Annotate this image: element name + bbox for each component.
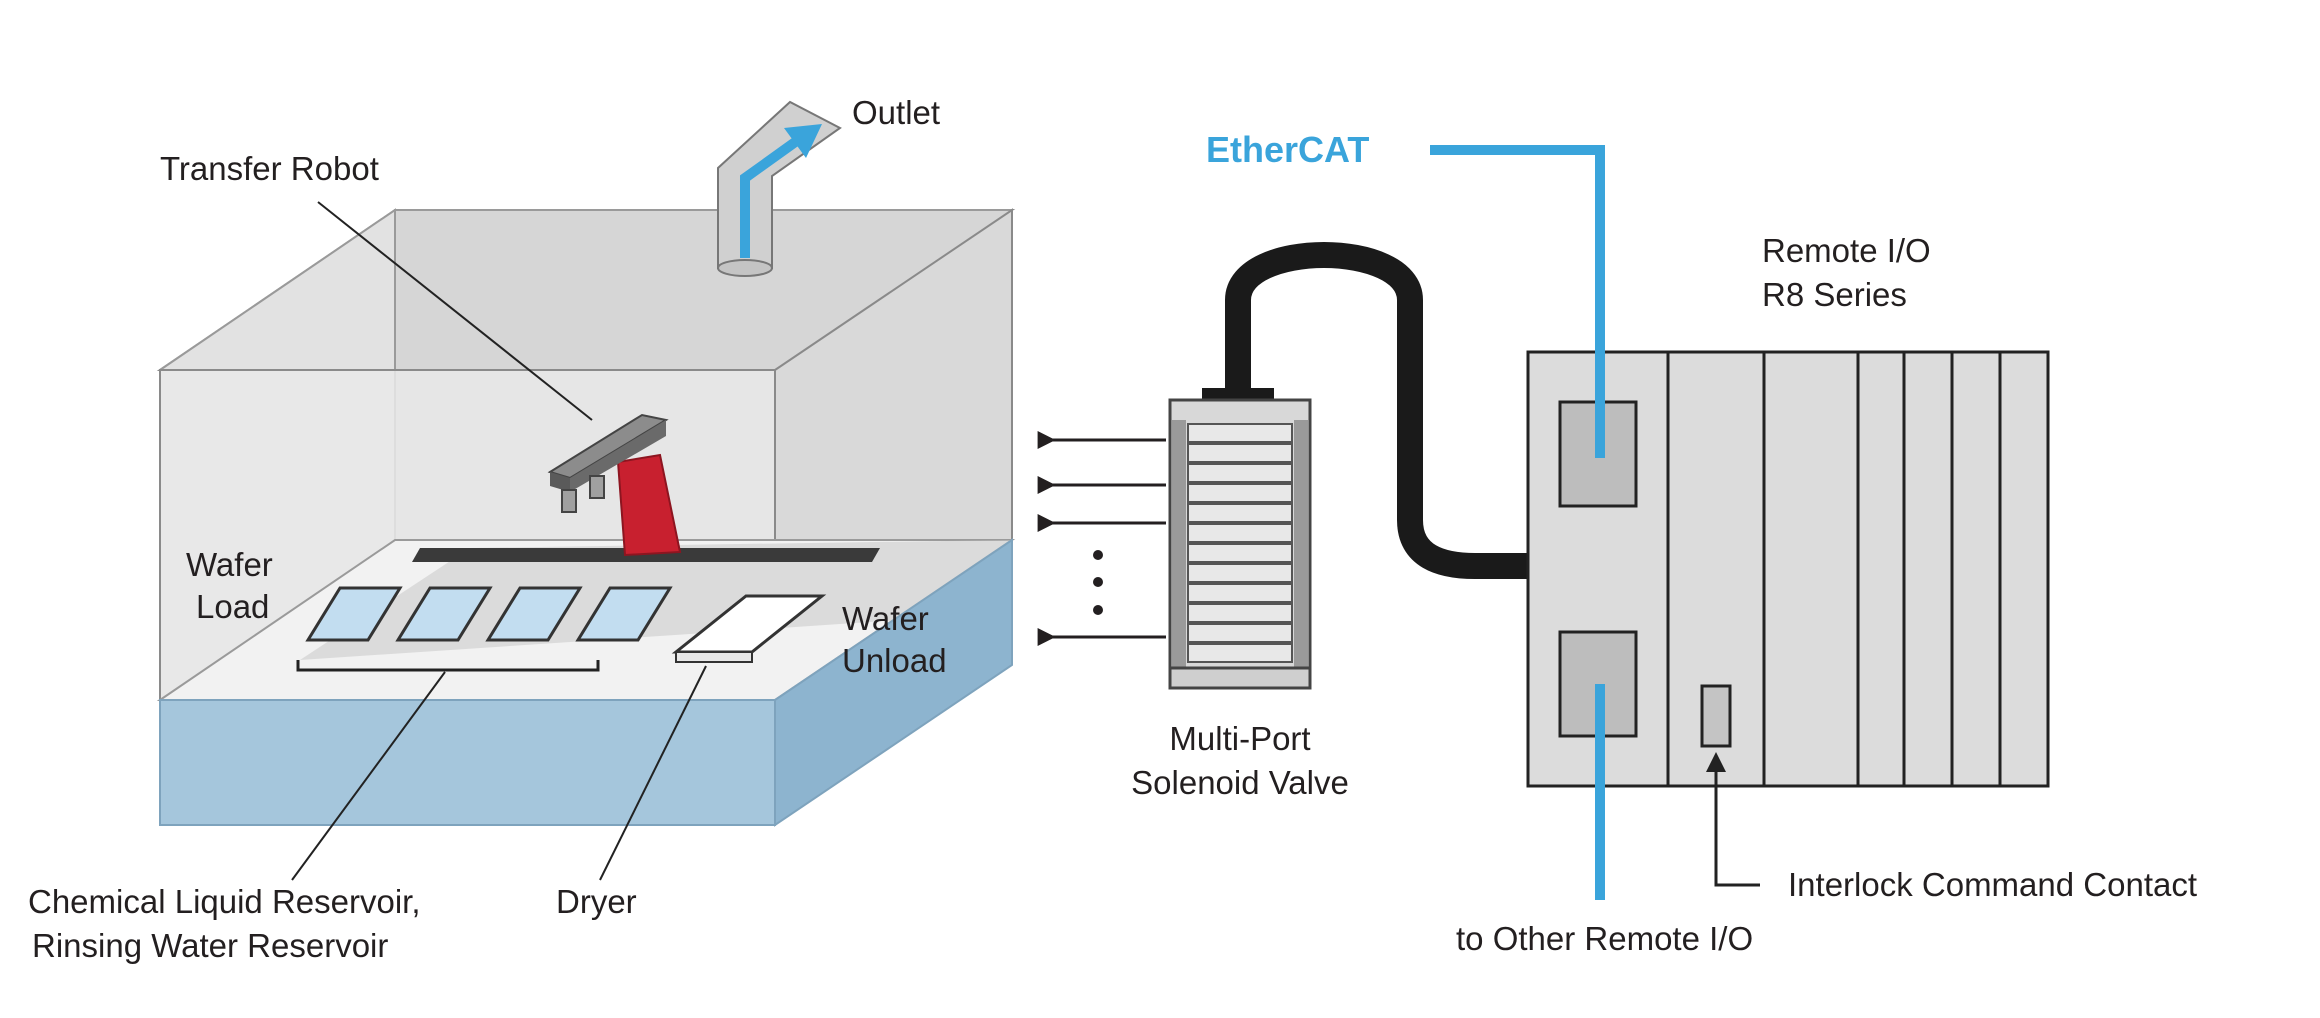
valve-output-arrows: [1037, 431, 1166, 646]
leader-dryer: [599, 665, 707, 881]
solenoid-valve: [1168, 388, 1312, 690]
label-valve-1: Multi-Port: [1169, 720, 1310, 757]
water-side: [774, 538, 1013, 827]
dryer-edge: [675, 651, 753, 663]
valve-rail-left: [1172, 420, 1186, 670]
robot-body: [616, 453, 682, 557]
process-tank: [156, 100, 1016, 827]
robot-rail: [412, 548, 880, 562]
label-chemical-2: Rinsing Water Reservoir: [32, 927, 388, 964]
reservoir-3: [485, 586, 583, 642]
interlock-contact: [1700, 684, 1732, 748]
arrow-up-icon: [1706, 752, 1726, 772]
reservoir-2: [395, 586, 493, 642]
label-transfer-robot: Transfer Robot: [160, 150, 379, 187]
label-other-remote: to Other Remote I/O: [1456, 920, 1753, 957]
valve-rail-right: [1294, 420, 1308, 670]
reservoir-bracket: [296, 660, 600, 672]
valve-cable: [1225, 242, 1720, 579]
robot-gripper-2: [589, 475, 605, 499]
interlock-leader: [1714, 766, 1760, 887]
reservoir-4: [575, 586, 673, 642]
ellipsis-dots: [1093, 550, 1103, 615]
label-chemical-1: Chemical Liquid Reservoir,: [28, 883, 421, 920]
robot-arm-side: [570, 420, 666, 492]
remote-io-unit: [1526, 350, 2050, 788]
outlet-arrow-icon: [740, 135, 801, 258]
label-ethercat: EtherCAT: [1206, 129, 1369, 170]
outlet-duct-base: [717, 259, 773, 277]
robot-arm-front: [550, 472, 570, 492]
valve-base: [1168, 666, 1312, 690]
label-remote-io-2: R8 Series: [1762, 276, 1907, 313]
label-outlet: Outlet: [852, 94, 940, 131]
label-valve-2: Solenoid Valve: [1131, 764, 1349, 801]
outlet-arrowhead: [784, 124, 822, 158]
label-remote-io-1: Remote I/O: [1762, 232, 1931, 269]
leader-transfer-robot: [317, 201, 593, 421]
label-wafer-unload-2: Unload: [842, 642, 947, 679]
robot-gripper-1: [561, 489, 577, 513]
leader-chemical: [291, 671, 446, 881]
label-dryer: Dryer: [556, 883, 637, 920]
water-front: [159, 699, 776, 826]
ethercat-line-in: [1430, 145, 1605, 458]
label-wafer-load-2: Load: [196, 588, 269, 625]
label-interlock: Interlock Command Contact: [1788, 866, 2197, 903]
label-wafer-unload-1: Wafer: [842, 600, 929, 637]
reservoir-1: [305, 586, 403, 642]
label-wafer-load-1: Wafer: [186, 546, 273, 583]
valve-stack: [1187, 423, 1293, 663]
